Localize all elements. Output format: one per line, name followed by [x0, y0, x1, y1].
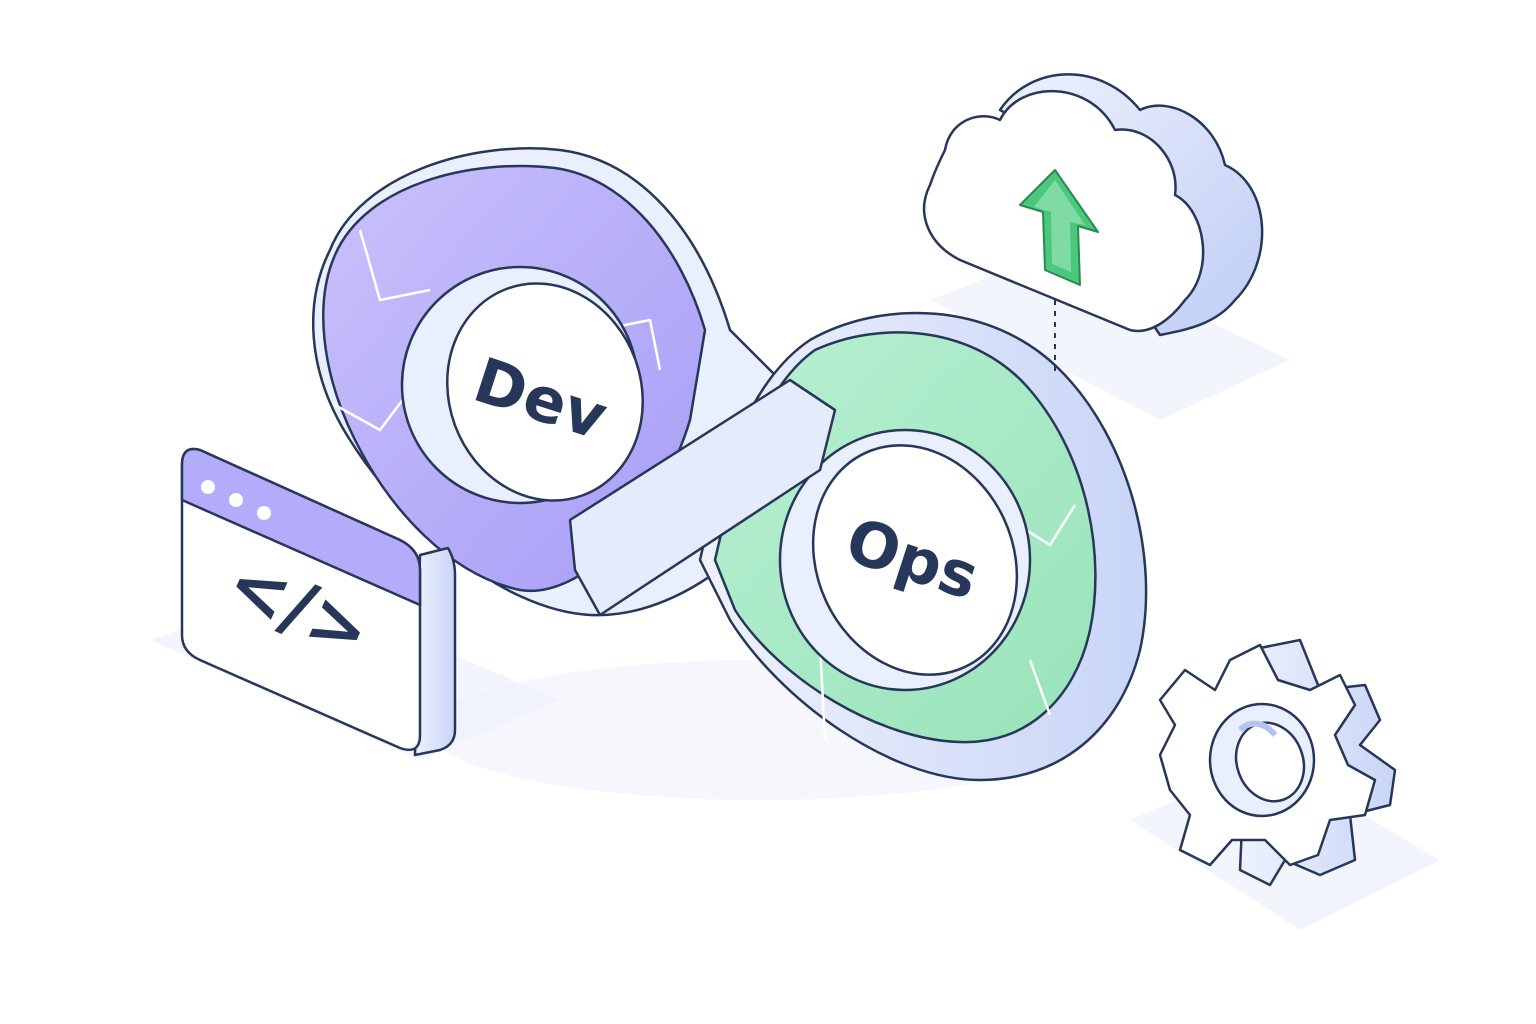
- window-dot-3: [257, 506, 271, 520]
- gear-icon: [1158, 638, 1397, 887]
- infinity-loop-icon: [312, 147, 1148, 782]
- loop-crossing-ribbon: [568, 378, 837, 617]
- window-dot-2: [229, 493, 243, 507]
- cloud-upload-icon: [922, 73, 1264, 337]
- window-dot-1: [201, 480, 215, 494]
- code-window-icon: [180, 447, 457, 757]
